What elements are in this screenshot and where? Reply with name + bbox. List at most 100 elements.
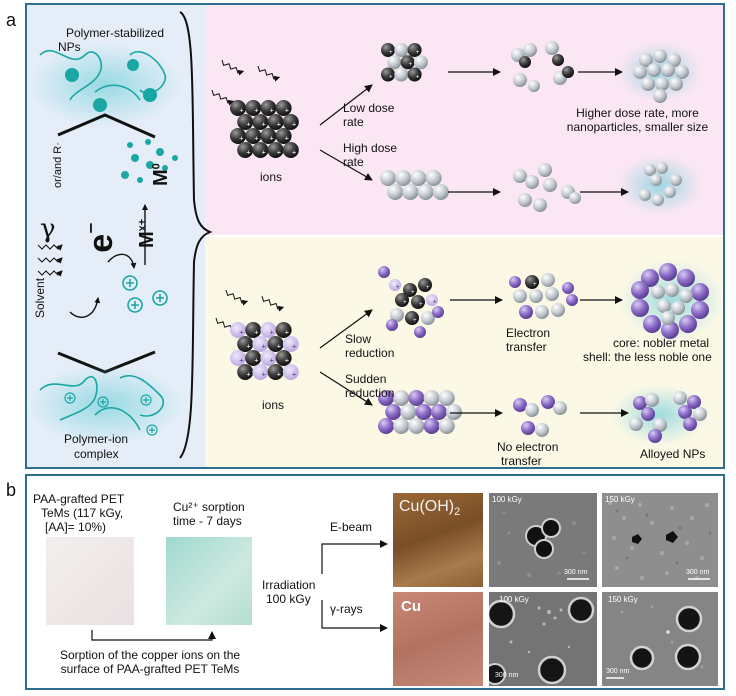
- sphere: [673, 391, 687, 405]
- sphere: [393, 418, 410, 434]
- charge-sign: +: [254, 327, 258, 336]
- sphere: [378, 266, 390, 278]
- sem-image-ebeam-150: 150 kGy 300 nm: [602, 493, 718, 587]
- charge-sign: +: [270, 327, 274, 336]
- sphere: [230, 322, 246, 338]
- sphere: [275, 100, 292, 116]
- sphere: [421, 311, 435, 325]
- sphere: [513, 289, 527, 303]
- sphere: [691, 283, 709, 301]
- solvent-label: Solvent: [33, 277, 47, 318]
- charge-sign: +: [285, 133, 289, 142]
- sphere: [446, 404, 462, 420]
- charge-sign: +: [270, 133, 274, 142]
- sphere: [400, 55, 415, 70]
- sphere: [413, 55, 428, 70]
- sphere: [407, 67, 422, 82]
- sphere: [385, 404, 402, 420]
- polymer-ion-label: Polymer-ion complex: [64, 432, 129, 461]
- top-ions-cluster: ++++++++++++++++: [230, 100, 299, 158]
- charge-sign: +: [409, 61, 413, 68]
- sphere: [260, 100, 277, 116]
- upper-chevron: [57, 113, 156, 139]
- sphere: [518, 193, 532, 207]
- sem-dose-label: 150 kGy: [605, 495, 635, 504]
- bottom-ions-cluster: ++++++++++++++++: [230, 322, 299, 380]
- sphere: [679, 289, 693, 303]
- sphere: [275, 128, 292, 144]
- sphere: [552, 54, 564, 66]
- sphere: [509, 276, 521, 288]
- sphere: [633, 396, 647, 410]
- sphere: [652, 194, 664, 206]
- sphere: [237, 142, 254, 158]
- sphere: [679, 315, 697, 333]
- bottom-alloyed-final: [612, 385, 708, 445]
- charge-sign: +: [277, 341, 281, 350]
- panel-b-arrows: [91, 540, 388, 641]
- charge-sign: +: [277, 119, 281, 128]
- charge-sign: +: [416, 49, 420, 56]
- charge-sign: +: [239, 327, 243, 336]
- sphere: [426, 294, 438, 306]
- sphere: [425, 170, 442, 186]
- sphere: [519, 305, 533, 319]
- sphere: [535, 305, 549, 319]
- sphere: [282, 142, 299, 158]
- sphere: [252, 336, 269, 352]
- sphere: [651, 285, 665, 299]
- charge-sign: +: [292, 341, 296, 350]
- sphere: [647, 63, 661, 77]
- polymer-ion-illustration: [25, 365, 185, 445]
- sphere: [394, 43, 409, 57]
- charge-sign: +: [262, 147, 266, 156]
- top-high-dose-cluster: [380, 170, 449, 200]
- top-branch-up-arrow: [319, 84, 373, 126]
- sphere: [381, 43, 395, 57]
- sphere: [538, 163, 552, 177]
- sphere: [644, 164, 656, 176]
- metal-ion-symbol: Mx+: [136, 218, 158, 248]
- sphere: [648, 429, 662, 443]
- sphere: [541, 395, 555, 409]
- sem-texture: [489, 592, 597, 686]
- sphere: [403, 283, 417, 297]
- sphere: [691, 301, 709, 319]
- sphere: [535, 423, 549, 437]
- charge-sign: +: [419, 301, 423, 308]
- sphere: [387, 184, 404, 200]
- charge-sign: +: [270, 105, 274, 114]
- charge-sign: +: [389, 73, 393, 80]
- sphere: [553, 401, 567, 415]
- top-branch-down-arrow: [319, 149, 373, 181]
- sphere: [245, 100, 262, 116]
- charge-sign: +: [254, 105, 258, 114]
- bottom-branch-up-arrow: [319, 309, 373, 349]
- panel-a-graphics: ++++++++++++++++ +++++ ++++++++++++++++ …: [25, 11, 724, 459]
- top-low-dose-cluster: +++++: [381, 43, 428, 82]
- sphere: [395, 293, 409, 307]
- top-high-dose-stage2: [513, 163, 581, 212]
- sphere: [230, 128, 246, 144]
- charge-sign: +: [292, 147, 296, 156]
- sem-scale-label: 300 nm: [495, 672, 519, 679]
- gamma-wave-arrows-left: [37, 244, 63, 277]
- sphere: [237, 336, 254, 352]
- sphere: [407, 43, 422, 57]
- sphere: [423, 390, 440, 406]
- sphere: [380, 170, 396, 186]
- bottom-slow-cluster: +++++++: [378, 266, 444, 338]
- membrane-sample-cu: [166, 537, 252, 625]
- sphere: [677, 269, 695, 287]
- sphere: [513, 398, 527, 412]
- sphere: [267, 114, 284, 130]
- sphere: [282, 364, 299, 380]
- metal-atom-symbol: M0: [150, 163, 172, 186]
- sphere: [650, 174, 662, 186]
- sphere: [260, 128, 277, 144]
- radical-label: or/and R·: [52, 142, 64, 188]
- sphere: [378, 418, 394, 434]
- sphere: [408, 418, 425, 434]
